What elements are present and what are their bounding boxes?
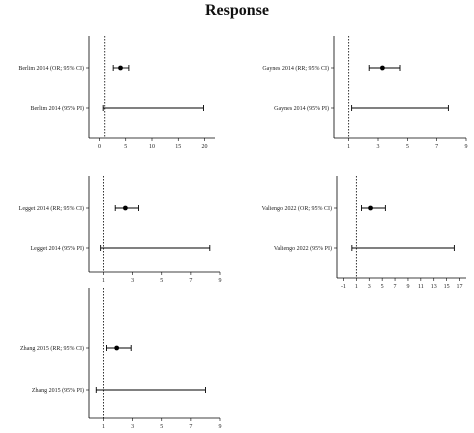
- x-tick-label: 7: [435, 144, 438, 150]
- x-tick-label: 1: [102, 278, 105, 284]
- chart-title: Response: [204, 2, 269, 19]
- row-label: Zhang 2015 (RR; 95% CI): [20, 345, 84, 352]
- x-tick-label: 5: [160, 278, 163, 284]
- x-tick-label: 9: [465, 144, 468, 150]
- x-tick-label: 15: [444, 284, 450, 290]
- forest-plot-gaynes-2014: 1 3 5 7 9 Gaynes 2014 (RR; 95% CI) Gaynes 2014…: [262, 36, 468, 150]
- row-label: Legget 2014 (RR; 95% CI): [19, 205, 84, 212]
- forest-plot-berlim-2014: 0 5 10 15 20 Berlim 2014 (OR; 95% CI) Berlim 2…: [18, 36, 215, 150]
- point-estimate: [368, 205, 373, 211]
- x-tick-label: 5: [381, 284, 384, 290]
- row-label: Gaynes 2014 (95% PI): [274, 105, 329, 112]
- x-tick-label: 5: [124, 144, 127, 150]
- point-estimate: [122, 205, 128, 211]
- x-tick-label: 20: [202, 144, 208, 150]
- x-tick-label: 10: [149, 144, 155, 150]
- row-label: Valiengo 2022 (OR; 95% CI): [262, 205, 332, 212]
- row-label: Gaynes 2014 (RR; 95% CI): [262, 65, 329, 72]
- forest-plot-legget-2014: 1 3 5 7 9 Legget 2014 (RR; 95% CI) Legget 2014…: [19, 176, 222, 284]
- x-tick-label: 9: [219, 424, 222, 430]
- x-tick-label: 17: [457, 284, 463, 290]
- row-label: Berlim 2014 (OR; 95% CI): [18, 65, 84, 72]
- x-tick-label: 1: [102, 424, 105, 430]
- x-tick-label: 7: [394, 284, 397, 290]
- x-tick-label: 3: [131, 278, 134, 284]
- point-estimate: [118, 65, 123, 71]
- x-tick-label: 0: [98, 144, 101, 150]
- x-tick-label: 3: [131, 424, 134, 430]
- x-tick-label: 13: [431, 284, 437, 290]
- x-tick-label: -1: [341, 284, 346, 290]
- forest-plot-zhang-2015: 1 3 5 7 9 Zhang 2015 (RR; 95% CI) Zhang 2015 (…: [20, 288, 222, 430]
- x-tick-label: 1: [355, 284, 358, 290]
- x-tick-label: 5: [160, 424, 163, 430]
- x-tick-label: 3: [377, 144, 380, 150]
- x-tick-label: 7: [189, 424, 192, 430]
- x-tick-label: 5: [406, 144, 409, 150]
- x-tick-label: 1: [347, 144, 350, 150]
- x-tick-label: 15: [175, 144, 181, 150]
- point-estimate: [380, 65, 385, 71]
- row-label: Valiengo 2022 (95% PI): [274, 245, 332, 252]
- x-tick-label: 3: [368, 284, 371, 290]
- row-label: Zhang 2015 (95% PI): [32, 387, 84, 394]
- x-tick-label: 9: [219, 278, 222, 284]
- point-estimate: [114, 345, 120, 351]
- x-tick-label: 9: [406, 284, 409, 290]
- x-tick-label: 7: [189, 278, 192, 284]
- row-label: Berlim 2014 (95% PI): [31, 105, 85, 112]
- x-tick-label: 11: [418, 284, 424, 290]
- row-label: Legget 2014 (95% PI): [31, 245, 85, 252]
